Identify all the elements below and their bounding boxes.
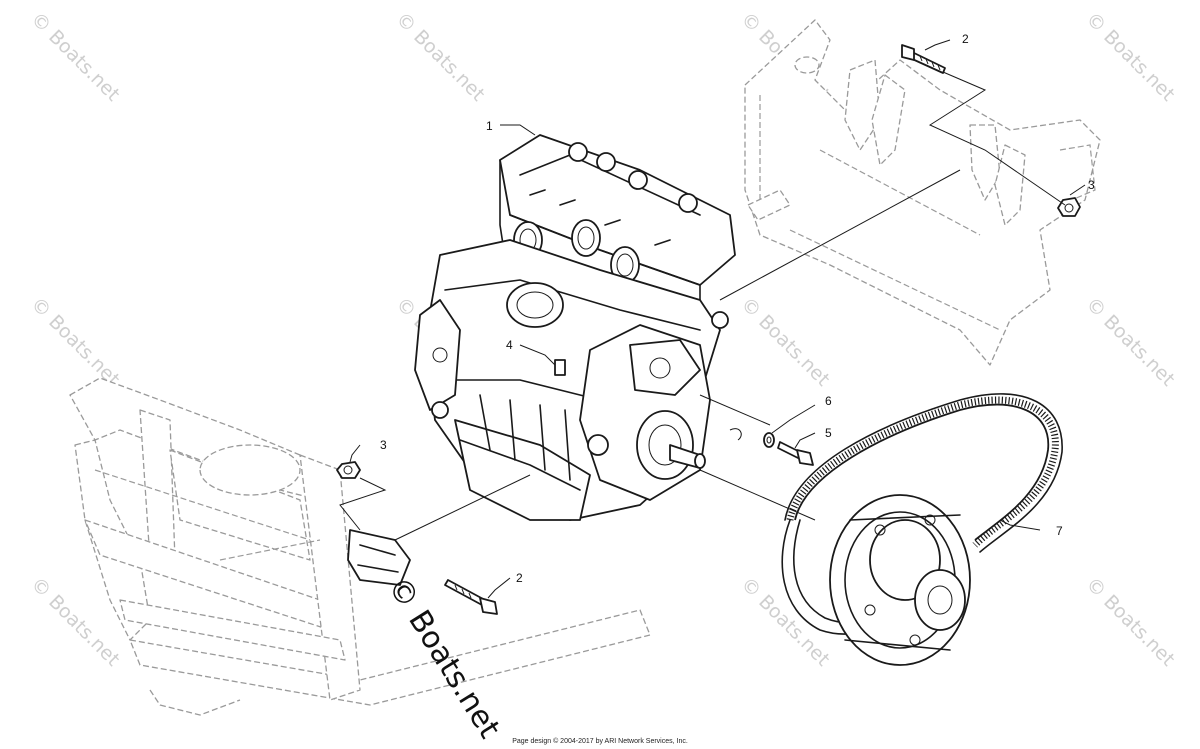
callout-4: 4 xyxy=(506,338,513,352)
nut-lower xyxy=(336,461,361,479)
watermark-tile: © Boats.net xyxy=(1081,573,1179,671)
watermark-tile: © Boats.net xyxy=(26,8,124,106)
upper-frame-ghost xyxy=(744,19,1101,366)
leader-lines xyxy=(339,39,1086,599)
watermark-tile: © Boats.net xyxy=(736,293,834,391)
watermark-tile: © Boats.net xyxy=(1081,8,1179,106)
engine-assembly xyxy=(414,134,736,521)
callout-7: 7 xyxy=(1056,524,1063,538)
footer-copyright: Page design © 2004-2017 by ARI Network S… xyxy=(512,738,688,745)
bolt-upper xyxy=(901,44,946,74)
drive-clutch-belt xyxy=(781,393,1063,666)
watermark-tile: © Boats.net xyxy=(1081,293,1179,391)
callout-3-lower: 3 xyxy=(380,438,387,452)
callout-labels: 1 2 3 4 3 6 5 7 2 xyxy=(380,32,1095,585)
bolt-and-washer xyxy=(729,428,814,466)
callout-3-upper: 3 xyxy=(1088,178,1095,192)
watermark-tile: © Boats.net xyxy=(391,8,489,106)
callout-2-lower: 2 xyxy=(516,571,523,585)
nut-upper xyxy=(1057,197,1081,217)
callout-5: 5 xyxy=(825,426,832,440)
lower-frame-ghost xyxy=(69,377,651,716)
watermark-tile: © Boats.net xyxy=(26,293,124,391)
callout-1: 1 xyxy=(486,119,493,133)
callout-6: 6 xyxy=(825,394,832,408)
bolt-lower xyxy=(444,579,498,615)
callout-2-upper: 2 xyxy=(962,32,969,46)
